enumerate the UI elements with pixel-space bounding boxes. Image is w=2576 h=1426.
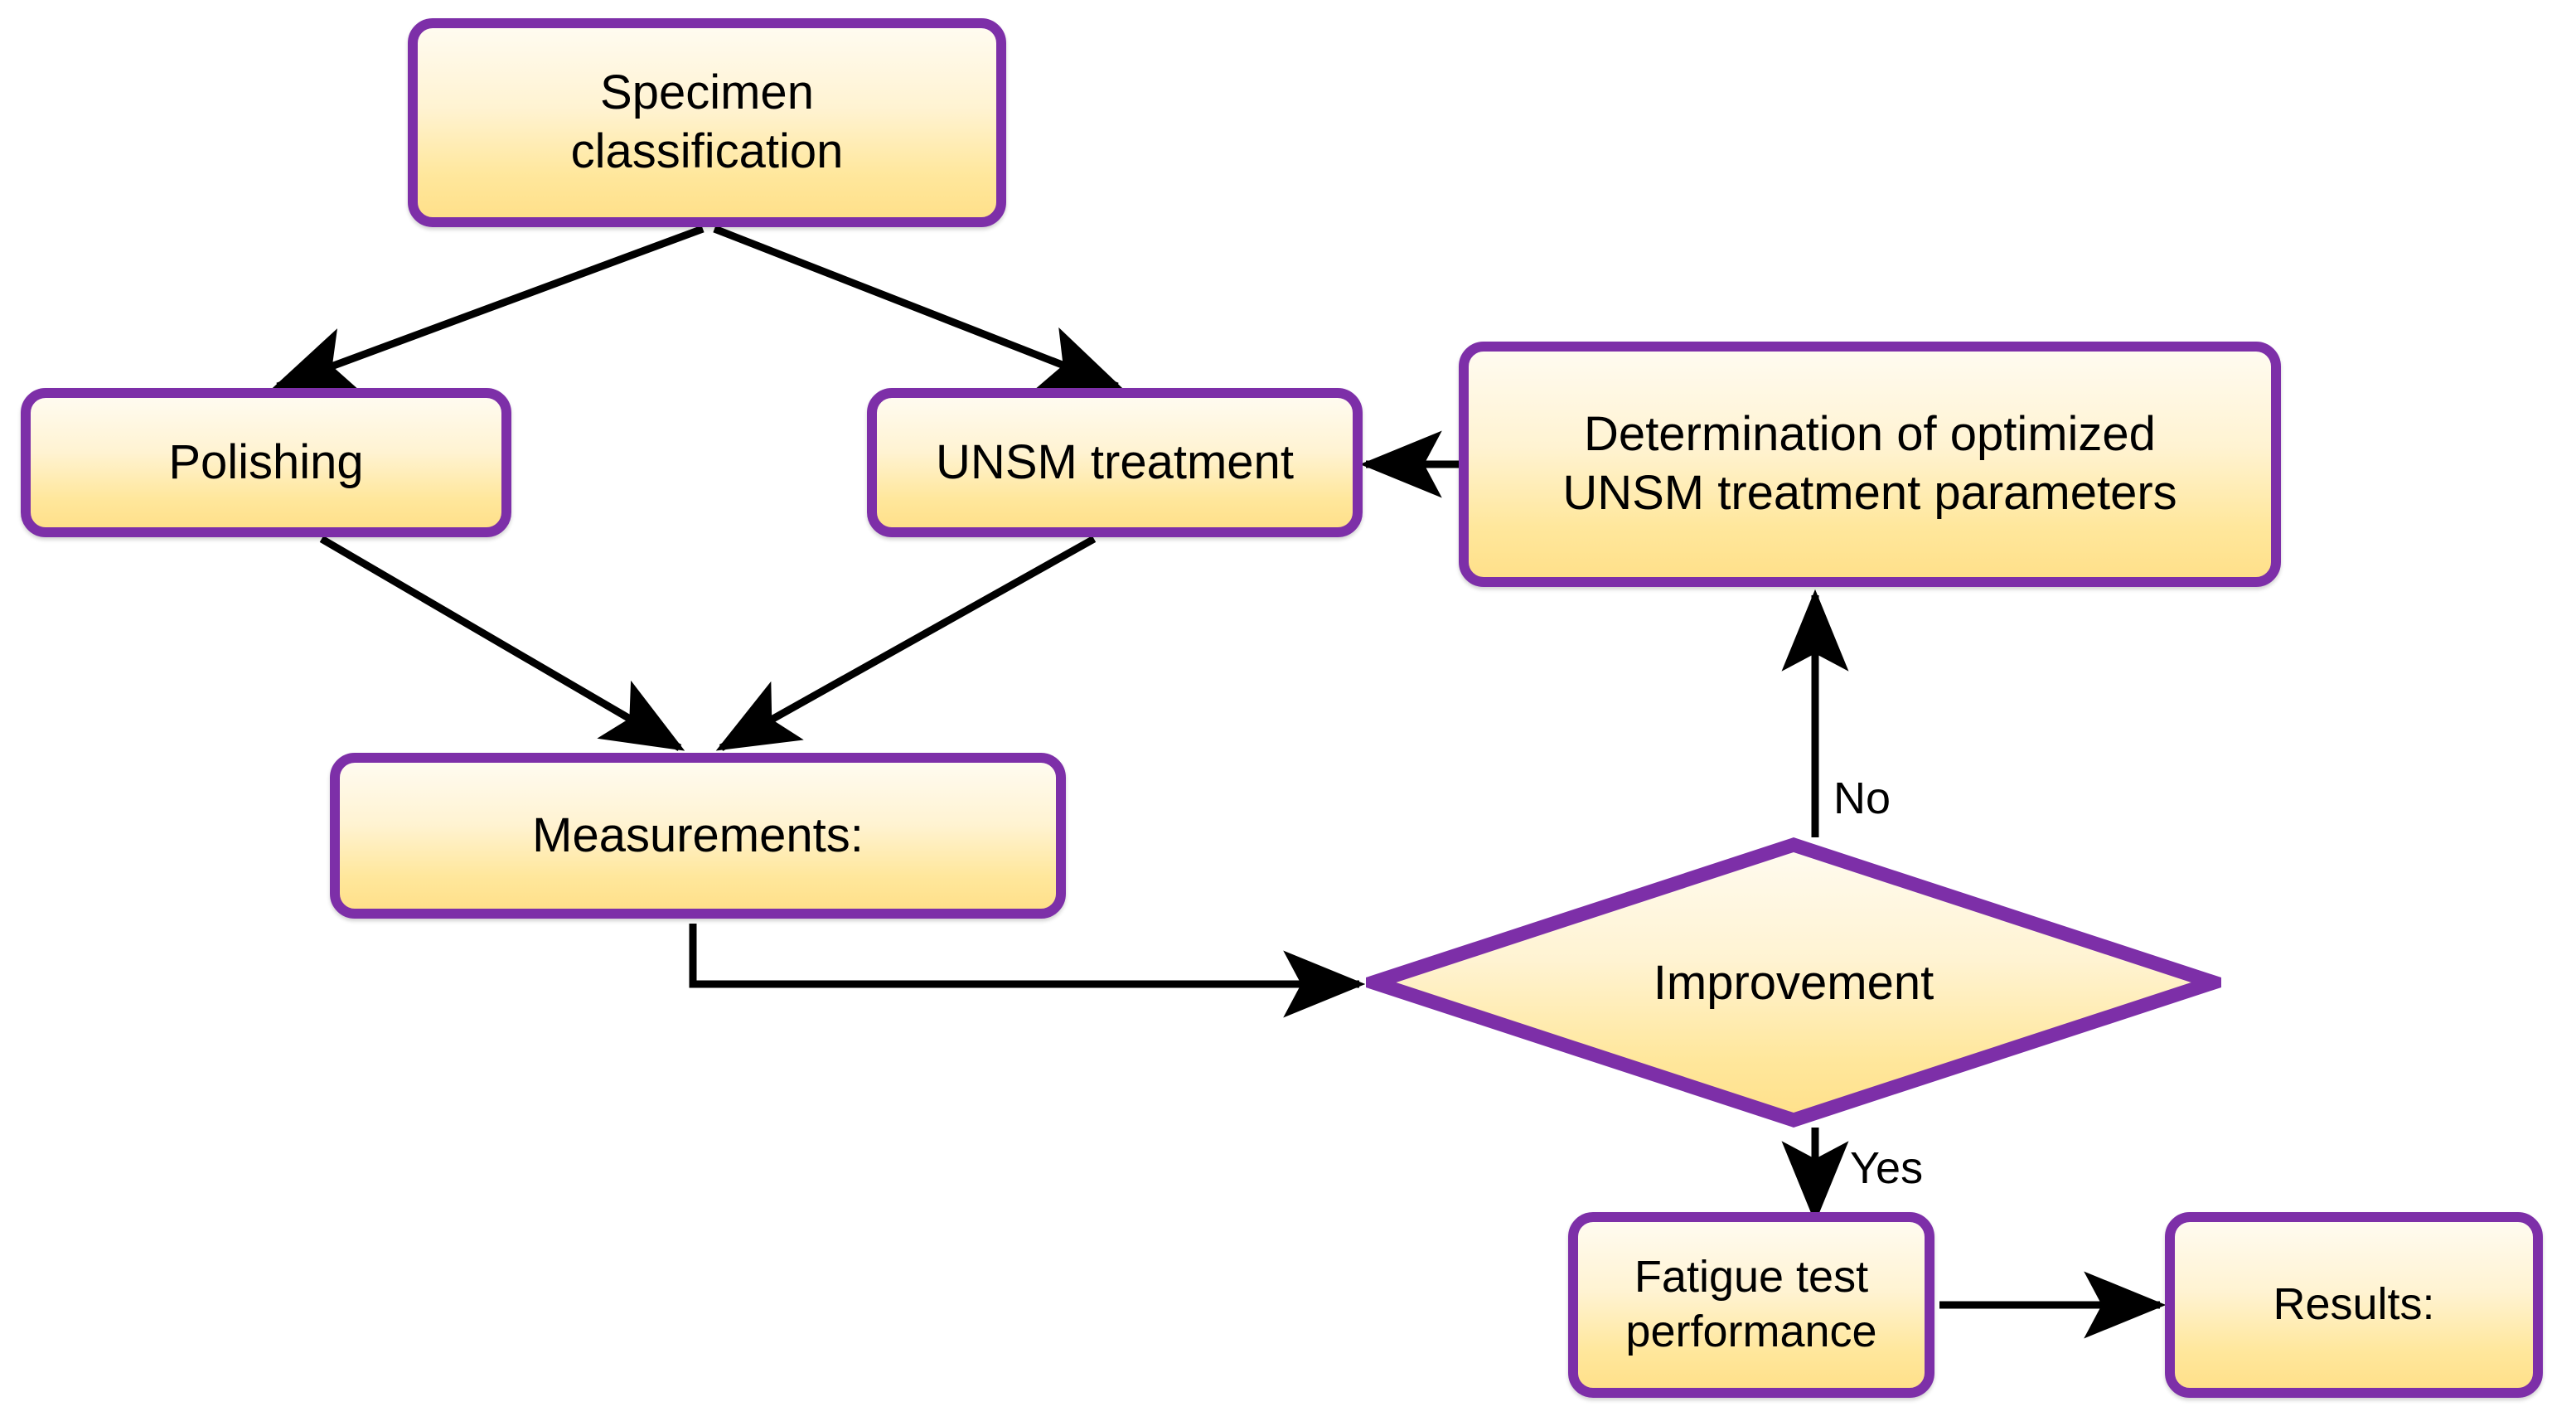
node-label-unsm-treatment: UNSM treatment — [936, 434, 1294, 489]
edge-specimen-to-polishing — [272, 225, 705, 392]
edge-polishing-to-measurements — [319, 536, 685, 751]
node-label-polishing: Polishing — [168, 434, 364, 489]
node-polishing[interactable]: Polishing — [21, 388, 511, 537]
node-label-specimen-classification: Specimen classification — [570, 65, 844, 178]
edge-specimen-to-unsm — [713, 225, 1123, 390]
node-label-improvement: Improvement — [1653, 955, 1934, 1010]
edge-label-no: No — [1833, 774, 1891, 823]
node-improvement[interactable]: Improvement — [1366, 837, 2221, 1128]
node-label-results: Results: — [2273, 1279, 2435, 1330]
edge-unsm-to-measurements — [715, 536, 1097, 751]
edge-label-yes: Yes — [1850, 1143, 1924, 1193]
node-unsm-treatment[interactable]: UNSM treatment — [867, 388, 1363, 537]
node-label-fatigue-test-performance: Fatigue test performance — [1625, 1252, 1877, 1356]
node-measurements[interactable]: Measurements: — [330, 753, 1066, 919]
node-determination-optimized-parameters[interactable]: Determination of optimized UNSM treatmen… — [1459, 342, 2281, 587]
edge-measurements-to-improvement — [689, 924, 1366, 1018]
node-specimen-classification[interactable]: Specimen classification — [408, 18, 1006, 227]
diamond-shape — [1366, 837, 2221, 1128]
node-fatigue-test-performance[interactable]: Fatigue test performance — [1568, 1212, 1934, 1398]
node-label-determination-optimized-parameters: Determination of optimized UNSM treatmen… — [1562, 407, 2177, 520]
node-label-measurements: Measurements: — [532, 808, 864, 862]
node-results[interactable]: Results: — [2165, 1212, 2543, 1398]
